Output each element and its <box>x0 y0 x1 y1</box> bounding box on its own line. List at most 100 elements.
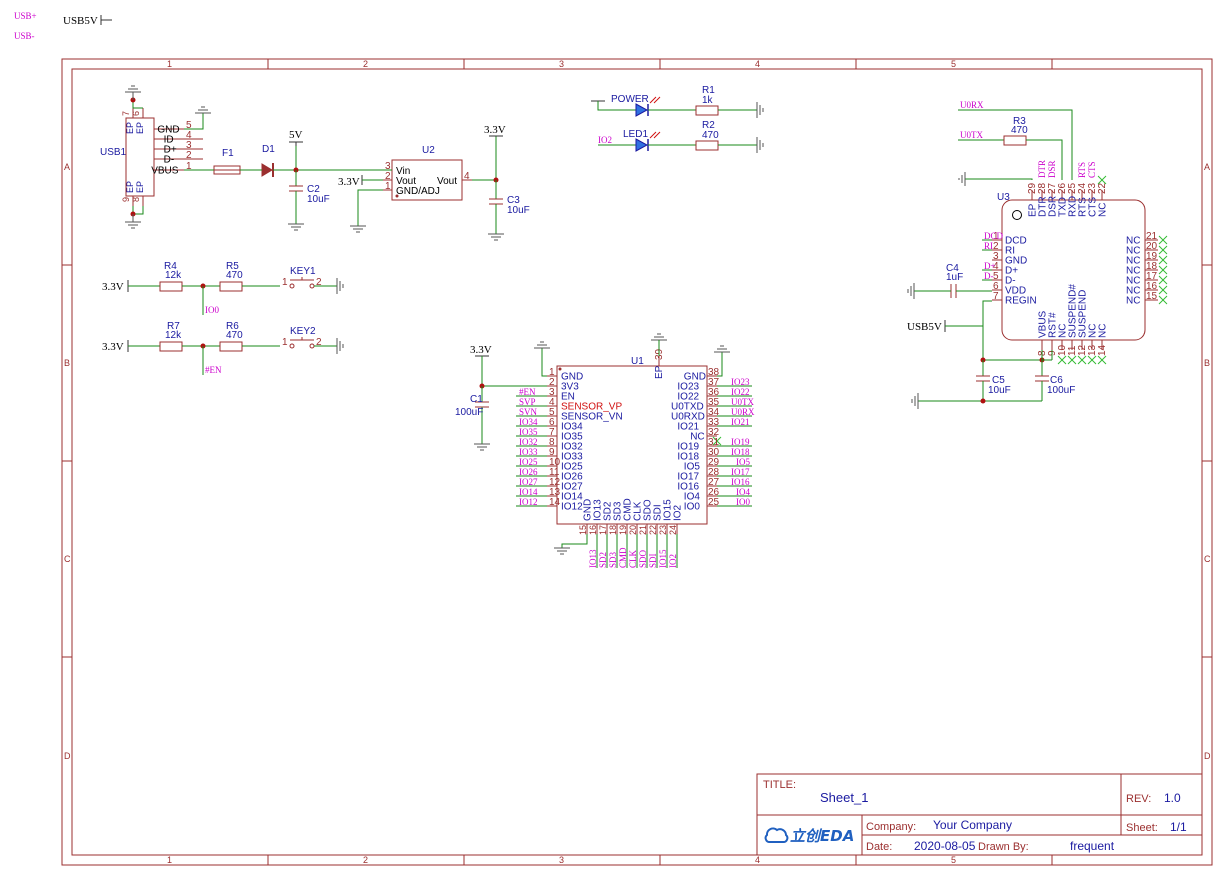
u3-pin-number: 16 <box>1146 281 1158 292</box>
company-label: Company: <box>866 821 916 833</box>
u3-pin-name: DCD <box>1005 236 1027 247</box>
frame-row-label-right: D <box>1204 751 1211 761</box>
u1-net-label: IO22 <box>731 387 750 397</box>
u3-net-label: RTS <box>1077 162 1087 178</box>
u1-pin-name: SDI <box>653 504 664 521</box>
u3-pin-name: NC <box>1126 276 1140 287</box>
frame-row-label-left: A <box>64 162 70 172</box>
u1-net-label: U0RX <box>731 407 755 417</box>
svg-text:C1: C1 <box>470 394 483 405</box>
u3-pin-number: 6 <box>993 281 999 292</box>
pwr-33v-u2-label: 3.3V <box>338 176 360 188</box>
u3-net-label: D- <box>984 271 994 281</box>
u3-pin-number: 28 <box>1037 182 1048 194</box>
pwr-usb5v-label: USB5V <box>907 321 942 333</box>
svg-text:2: 2 <box>316 277 322 288</box>
svg-text:U2: U2 <box>422 145 435 156</box>
u1-pin-number: 28 <box>708 467 720 478</box>
u3-pin-number: 22 <box>1097 182 1108 194</box>
u1-pin-number: 4 <box>549 397 555 408</box>
frame-col-label-bottom: 3 <box>559 855 564 865</box>
svg-text:KEY2: KEY2 <box>290 326 316 337</box>
u3-pin-name: NC <box>1126 296 1140 307</box>
u1-pin-name: CMD <box>623 498 634 521</box>
svg-text:R1: R1 <box>702 85 715 96</box>
u1-net-label: IO12 <box>519 497 538 507</box>
u3-pin-name: NC <box>1098 324 1109 338</box>
u3-pin-name: VBUS <box>1038 310 1049 338</box>
capacitor-c4: C4 1uF <box>907 263 992 299</box>
u3-pin-name: NC <box>1126 246 1140 257</box>
svg-text:IO0: IO0 <box>205 305 219 315</box>
u1-pin-number: 19 <box>618 525 628 535</box>
u1-pin-number: 2 <box>549 377 555 388</box>
u1-pin-name: NC <box>690 432 704 443</box>
u1-pin-name: GND <box>583 499 594 521</box>
frame-col-label-top: 4 <box>755 59 760 69</box>
u1-pin-name: IO25 <box>561 462 583 473</box>
u1-pin-number: 3 <box>549 387 555 398</box>
u1-pin-number: 29 <box>708 457 720 468</box>
u1-pin-number: 17 <box>598 525 608 535</box>
svg-text:EP: EP <box>135 122 145 134</box>
svg-text:EP: EP <box>125 122 135 134</box>
sheet-value: 1/1 <box>1170 820 1187 834</box>
u3-pin-number: 25 <box>1067 182 1078 194</box>
u1-pin-number: 18 <box>608 525 618 535</box>
svg-text:470: 470 <box>226 330 243 341</box>
u1-pin-number: 14 <box>549 497 561 508</box>
u3-pin-number: 3 <box>993 251 999 262</box>
u1-net-label: SD3 <box>608 551 618 568</box>
u3-pin-number: 5 <box>993 271 999 282</box>
key1-circuit: 3.3V R4 12k R5 470 IO0 KEY1 1 2 <box>102 261 344 315</box>
u3-pin-number: 18 <box>1146 261 1158 272</box>
u1-pin-number: 8 <box>549 437 555 448</box>
u1-pin-number: 30 <box>708 447 720 458</box>
u1-pin-name: IO34 <box>561 422 583 433</box>
pwr-33v-u1-label: 3.3V <box>470 344 492 356</box>
svg-text:10uF: 10uF <box>988 385 1011 396</box>
u3-pin-name: NC <box>1098 203 1109 217</box>
u1-pin-number: 31 <box>708 437 720 448</box>
svg-text:R3: R3 <box>1013 116 1026 127</box>
u3-pin-name: VDD <box>1005 286 1026 297</box>
svg-text:1: 1 <box>282 277 288 288</box>
sheet-frame-outer <box>61 58 1213 866</box>
svg-text:100uF: 100uF <box>455 407 483 418</box>
svg-text:R6: R6 <box>226 321 239 332</box>
u1-pin-name: CLK <box>633 501 644 521</box>
u1-pin-name: IO27 <box>561 482 583 493</box>
regulator-u2: U2 Vin Vout GND/ADJ Vout 3 2 1 4 <box>383 145 472 201</box>
company-value: Your Company <box>933 818 1012 832</box>
u1-net-label: IO27 <box>519 477 538 487</box>
u1-net-label: IO17 <box>731 467 750 477</box>
title-value: Sheet_1 <box>820 790 868 805</box>
svg-text:7: 7 <box>121 111 131 116</box>
u3-pin-number: 4 <box>993 261 999 272</box>
u1-net-label: IO18 <box>731 447 750 457</box>
u3-pin-number: 14 <box>1097 344 1108 356</box>
u1-pin-number: 37 <box>708 377 720 388</box>
u1-pin-name: EN <box>561 392 575 403</box>
usb-minus-net-label: USB- <box>14 31 35 41</box>
u3-pin-number: 13 <box>1087 344 1098 356</box>
u1-net-label: IO21 <box>731 417 750 427</box>
u3-net-label: CTS <box>1087 161 1097 178</box>
u1-pin-name: SENSOR_VN <box>561 412 623 423</box>
svg-text:3: 3 <box>385 161 391 172</box>
u3-pin-number: 23 <box>1087 182 1098 194</box>
u3-pin-name: RXD <box>1068 196 1079 217</box>
diode-d1: D1 <box>261 144 275 177</box>
svg-text:#EN: #EN <box>205 365 222 375</box>
svg-text:12k: 12k <box>165 330 182 341</box>
svg-text:470: 470 <box>1011 125 1028 136</box>
pwr-5v-label: 5V <box>289 129 303 141</box>
capacitor-c2: C2 10uF <box>288 170 330 231</box>
u1-pin-number: 24 <box>668 525 678 535</box>
u1-pin-name: GND <box>561 372 583 383</box>
u1-pin-number: 16 <box>588 525 598 535</box>
u3-pin-name: RTS <box>1078 197 1089 217</box>
usb-pin-name: ID <box>164 135 174 146</box>
u1-pin-number: 7 <box>549 427 555 438</box>
